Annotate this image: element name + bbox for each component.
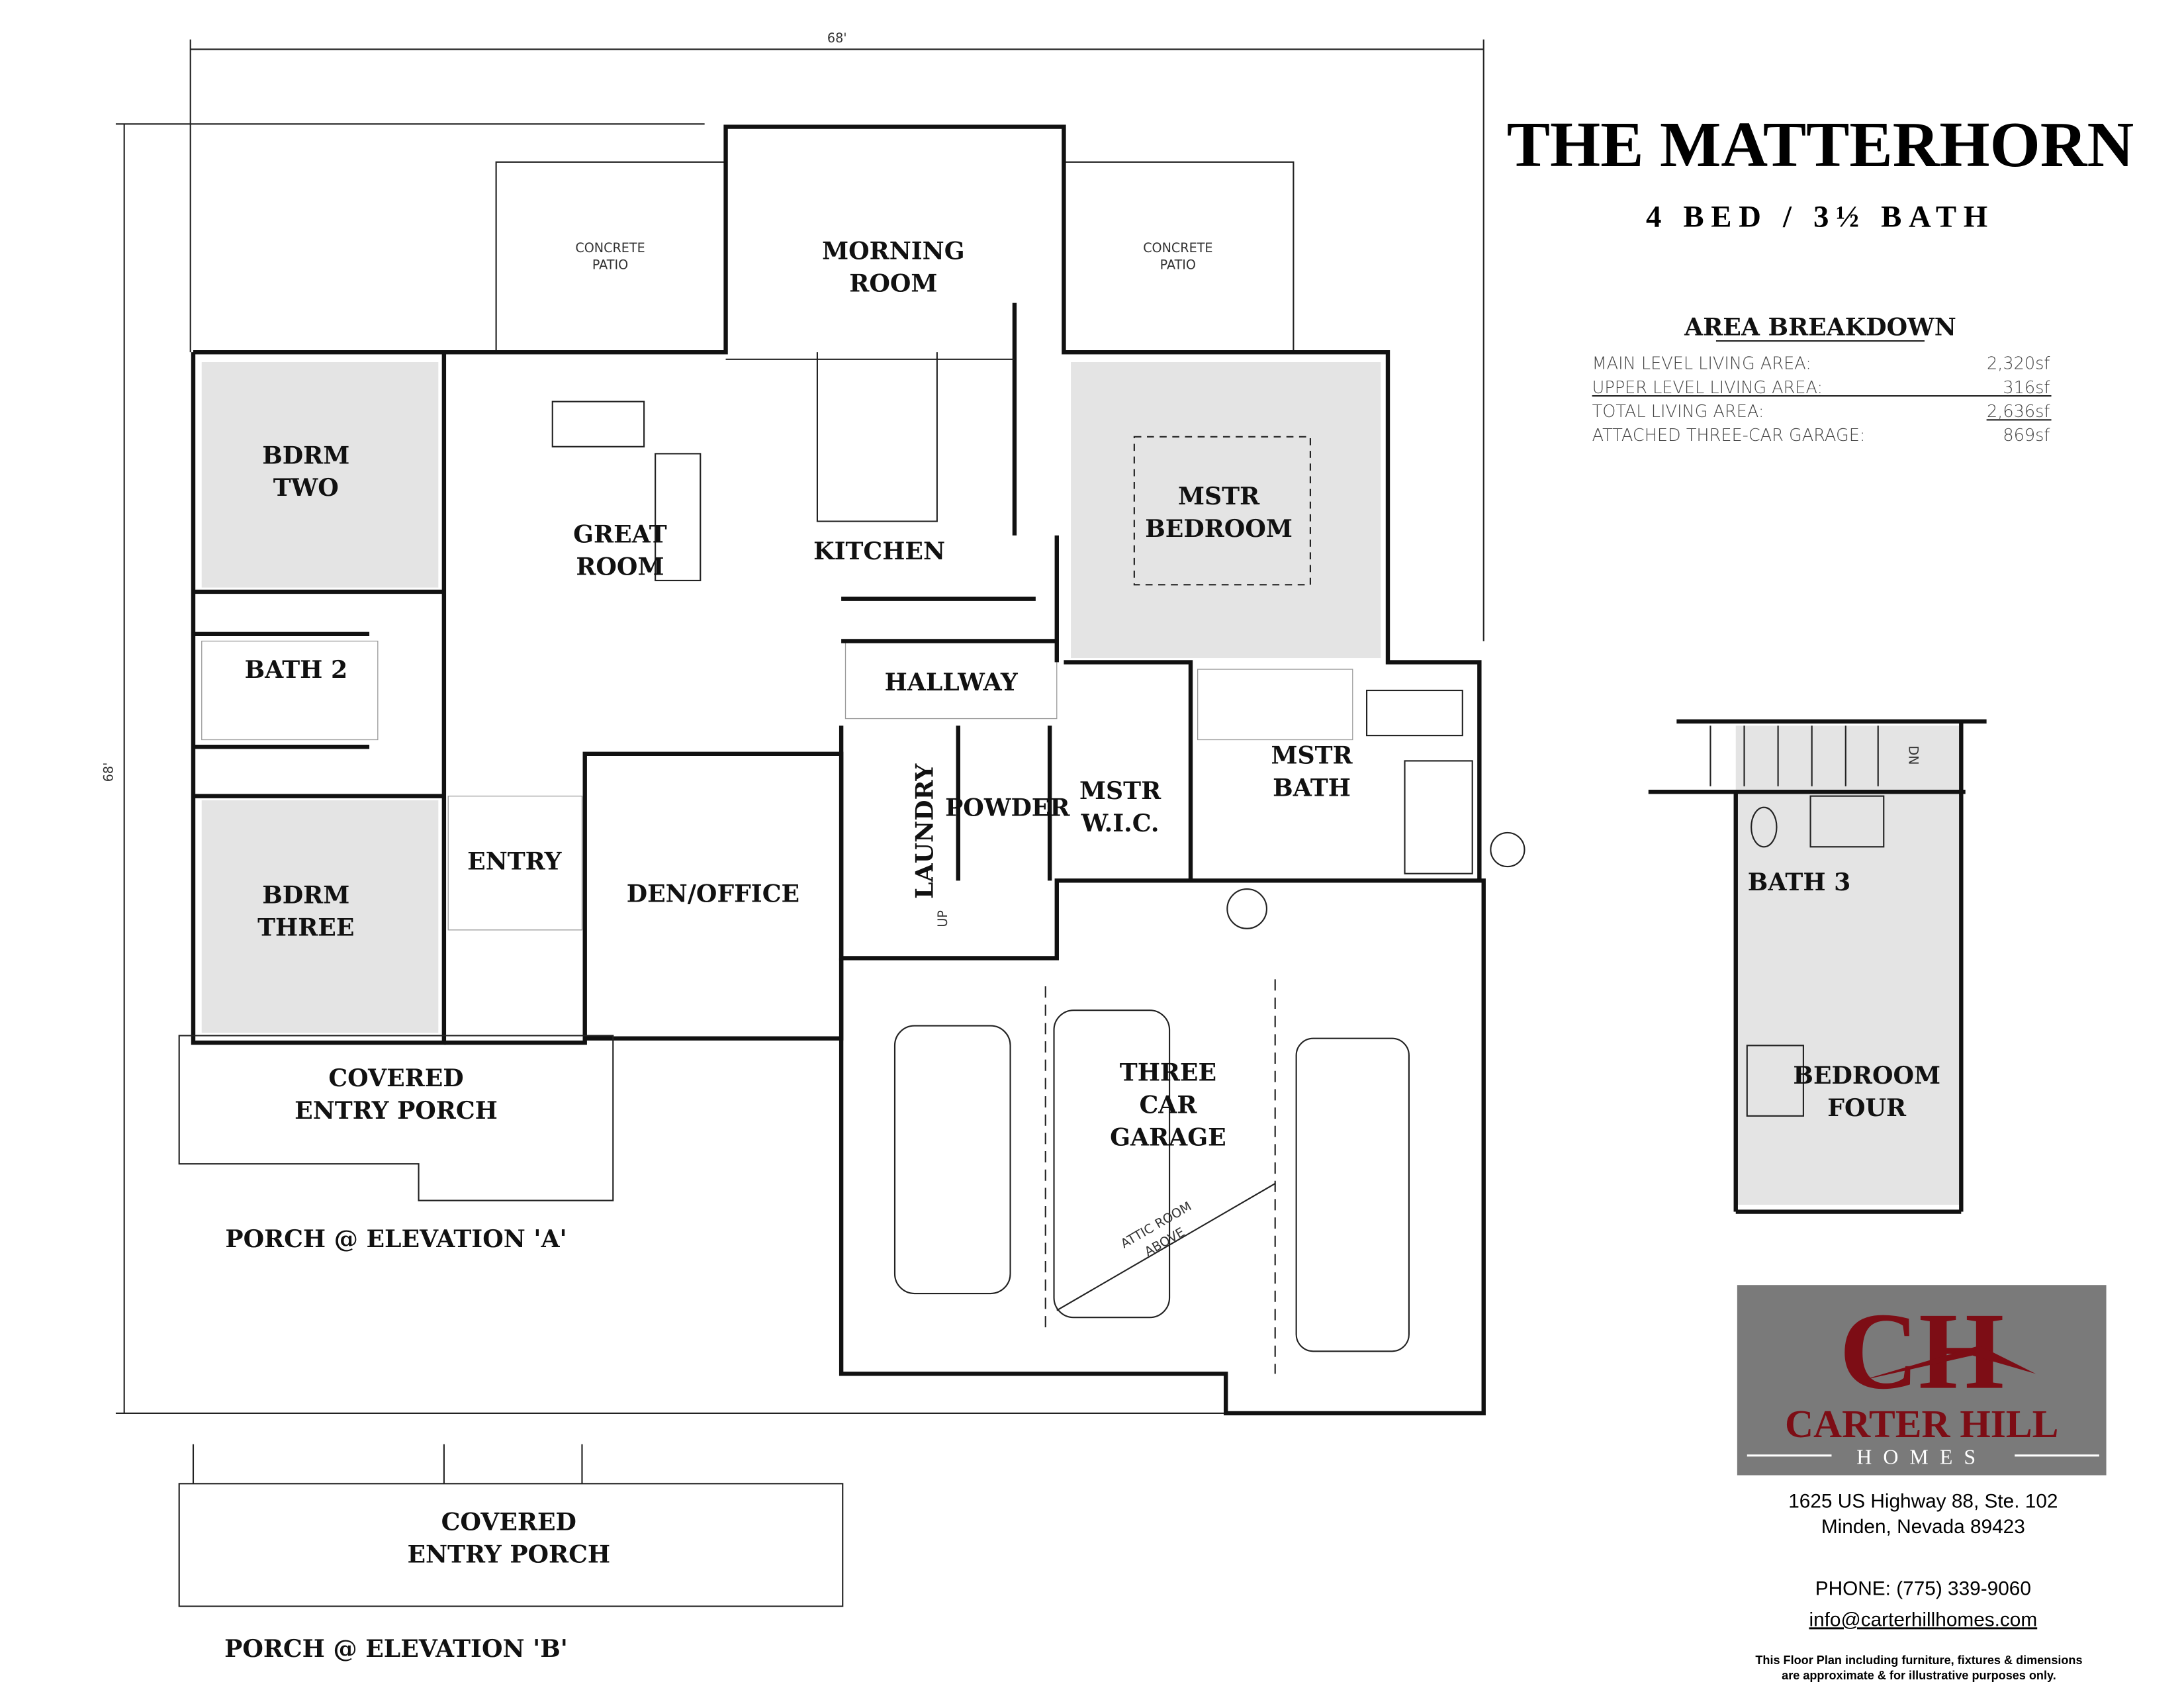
- fixtures: [551, 400, 1525, 929]
- plan-subtitle: 4 BED / 3½ BATH: [1646, 200, 1995, 234]
- area-row-value: 869sf: [2003, 426, 2050, 445]
- garage-vehicles: [893, 979, 1410, 1374]
- label-dn: DN: [1906, 745, 1921, 765]
- label-covered-porch-b: COVERED: [441, 1508, 576, 1536]
- label-great-room: GREAT: [573, 520, 667, 548]
- label-bdrm-three-2: THREE: [257, 913, 354, 941]
- label-laundry: LAUNDRY: [910, 763, 938, 899]
- carpet-areas: [201, 362, 1962, 1205]
- label-up: UP: [935, 910, 950, 927]
- logo-tagline: HOMES: [1856, 1446, 1987, 1469]
- address-line1: 1625 US Highway 88, Ste. 102: [1788, 1491, 2058, 1513]
- area-row-label: UPPER LEVEL LIVING AREA:: [1592, 378, 1823, 398]
- label-garage-3: GARAGE: [1110, 1123, 1226, 1152]
- disclaimer-line1: This Floor Plan including furniture, fix…: [1755, 1654, 2082, 1667]
- area-row-value: 2,320sf: [1987, 354, 2050, 374]
- label-covered-porch-a: COVERED: [328, 1064, 463, 1092]
- label-mstr-bath-2: BATH: [1273, 774, 1351, 802]
- patio-right-label-2: PATIO: [1160, 258, 1196, 273]
- label-garage-2: CAR: [1139, 1091, 1197, 1119]
- area-breakdown: AREA BREAKDOWN MAIN LEVEL LIVING AREA: 2…: [1592, 313, 2052, 445]
- porch-b-outline: [178, 1444, 844, 1607]
- label-bdrm-two: BDRM: [262, 441, 349, 469]
- label-entry: ENTRY: [467, 847, 562, 875]
- label-mstr-bath: MSTR: [1271, 741, 1353, 770]
- area-row-value: 316sf: [2003, 378, 2050, 398]
- depth-dimension: 68': [101, 763, 116, 782]
- room-labels: MORNING ROOM BDRM TWO GREAT ROOM KITCHEN…: [224, 237, 1940, 1664]
- upper-floor-inset: [1648, 719, 1987, 1214]
- label-bath-2: BATH 2: [245, 655, 348, 684]
- label-bdrm-two-2: TWO: [273, 473, 339, 502]
- label-covered-porch-b-2: ENTRY PORCH: [407, 1540, 610, 1569]
- dimension-lines: 68' 68': [101, 30, 1484, 1414]
- logo-roof-icon: [1860, 1345, 2036, 1381]
- label-bedroom-four-2: FOUR: [1827, 1094, 1907, 1122]
- label-den-office: DEN/OFFICE: [627, 879, 799, 908]
- walls: [191, 124, 1486, 1416]
- label-morning-room-2: ROOM: [849, 269, 937, 298]
- label-hallway: HALLWAY: [885, 668, 1019, 696]
- label-garage: THREE: [1120, 1058, 1216, 1087]
- plan-title: THE MATTERHORN: [1507, 109, 2134, 181]
- carter-hill-logo: CH CARTER HILL HOMES: [1737, 1285, 2107, 1476]
- address-line2: Minden, Nevada 89423: [1821, 1516, 2025, 1538]
- label-bedroom-four: BEDROOM: [1793, 1061, 1940, 1090]
- label-mstr-bedroom-2: BEDROOM: [1145, 514, 1293, 543]
- label-mstr-bedroom: MSTR: [1178, 482, 1260, 510]
- area-row-value: 2,636sf: [1987, 402, 2050, 422]
- contact-info: 1625 US Highway 88, Ste. 102 Minden, Nev…: [1755, 1491, 2082, 1683]
- label-great-room-2: ROOM: [576, 552, 664, 581]
- phone: PHONE: (775) 339-9060: [1815, 1578, 2031, 1600]
- patio-left-label-2: PATIO: [592, 258, 628, 273]
- patio-right-label: CONCRETE: [1143, 240, 1212, 256]
- area-row-label: TOTAL LIVING AREA:: [1592, 402, 1764, 422]
- area-row-label: ATTACHED THREE-CAR GARAGE:: [1592, 426, 1866, 445]
- width-dimension: 68': [827, 30, 847, 46]
- label-bdrm-three: BDRM: [262, 880, 349, 909]
- email-link[interactable]: info@carterhillhomes.com: [1809, 1609, 2037, 1630]
- label-covered-porch-a-2: ENTRY PORCH: [295, 1096, 498, 1125]
- label-mstr-wic-2: W.I.C.: [1081, 809, 1160, 837]
- disclaimer-line2: are approximate & for illustrative purpo…: [1782, 1669, 2056, 1682]
- label-bath-3: BATH 3: [1748, 868, 1851, 896]
- label-morning-room: MORNING: [822, 237, 965, 265]
- patios: CONCRETE PATIO CONCRETE PATIO: [495, 161, 1295, 353]
- label-porch-elevation-a: PORCH @ ELEVATION 'A': [225, 1225, 567, 1253]
- porch-a-outline: [178, 1035, 614, 1201]
- label-mstr-wic: MSTR: [1079, 776, 1161, 805]
- label-porch-elevation-b: PORCH @ ELEVATION 'B': [224, 1634, 568, 1663]
- patio-left-label: CONCRETE: [575, 240, 645, 256]
- logo-name: CARTER HILL: [1785, 1402, 2058, 1446]
- area-heading: AREA BREAKDOWN: [1684, 313, 1956, 342]
- label-powder: POWDER: [945, 793, 1070, 821]
- label-kitchen: KITCHEN: [813, 537, 945, 565]
- area-row-label: MAIN LEVEL LIVING AREA:: [1592, 354, 1811, 374]
